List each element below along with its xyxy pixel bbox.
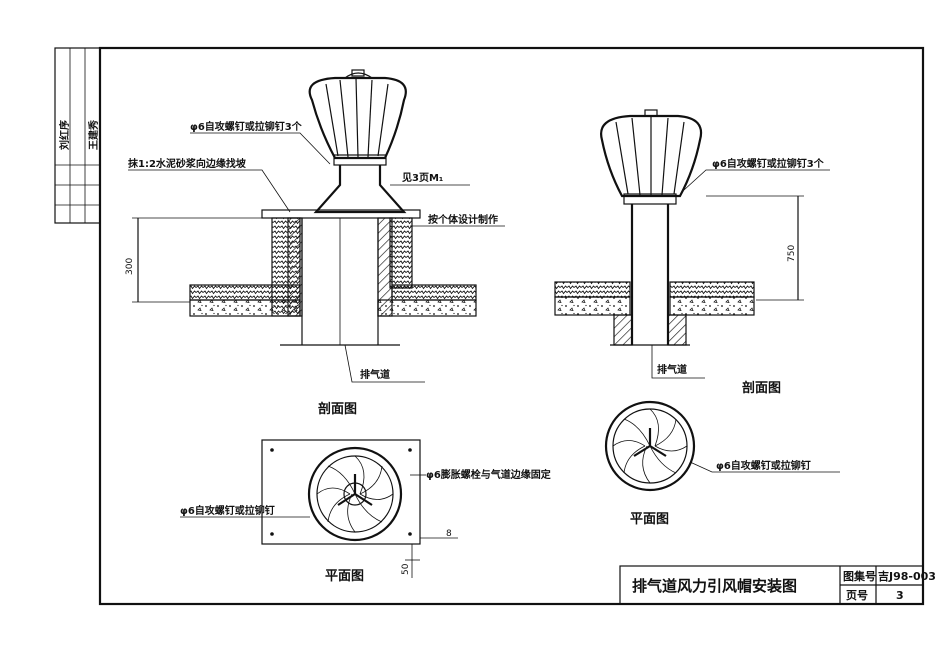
left-section-view: 300 φ6自攻螺钉或拉铆钉3个 抹1:2水泥砂浆向边缘找坡 见3页M₁ 按个体… <box>125 69 505 417</box>
right-cap-shell <box>600 114 703 198</box>
left-callout-mortar: 抹1:2水泥砂浆向边缘找坡 <box>128 157 247 170</box>
atlas-no-value: 吉J98-003 <box>878 569 936 583</box>
left-plan-callout-screw: φ6自攻螺钉或拉铆钉 <box>180 504 275 517</box>
left-dim-height: 300 <box>125 258 135 275</box>
right-plan-cap-ring <box>604 400 696 492</box>
left-section-caption: 剖面图 <box>318 401 357 417</box>
right-plan-caption: 平面图 <box>630 512 669 527</box>
left-plan-plate <box>261 439 421 545</box>
signature-2: 王建秀 <box>87 120 100 150</box>
left-plan-cap-ring <box>307 446 403 542</box>
right-section-view: 750 φ6自攻螺钉或拉铆钉3个 排气道 剖面图 <box>554 109 830 396</box>
drawing-frame <box>98 46 925 606</box>
right-callout-screw: φ6自攻螺钉或拉铆钉3个 <box>712 157 825 170</box>
left-cap-shell <box>308 76 407 160</box>
left-callout-plate: 见3页M₁ <box>402 172 443 184</box>
signature-1: 刘红序 <box>58 120 71 150</box>
right-callout-duct: 排气道 <box>657 363 687 376</box>
left-callout-member: 按个体设计制作 <box>428 213 498 226</box>
left-plan-caption: 平面图 <box>325 569 364 584</box>
left-plan-callout-bolt: φ6膨胀螺栓与气道边缘固定 <box>426 468 551 481</box>
page-value: 3 <box>896 589 904 602</box>
left-callout-screw: φ6自攻螺钉或拉铆钉3个 <box>190 120 303 133</box>
atlas-no-label: 图集号 <box>843 569 876 583</box>
page-label: 页号 <box>846 589 868 602</box>
left-plan-dim-bottom: 50 <box>401 563 411 575</box>
left-plan-view: φ6膨胀螺栓与气道边缘固定 φ6自攻螺钉或拉铆钉 8 50 平面图 <box>180 439 551 584</box>
right-plan-callout-screw: φ6自攻螺钉或拉铆钉 <box>716 459 811 472</box>
drawing-title: 排气道风力引风帽安装图 <box>632 577 797 595</box>
right-dim-height: 750 <box>787 245 797 262</box>
right-section-caption: 剖面图 <box>742 380 781 396</box>
side-strip: 刘红序 王建秀 <box>54 47 101 224</box>
left-plan-dim-side: 8 <box>446 529 452 539</box>
title-block: 排气道风力引风帽安装图 图集号 吉J98-003 页号 3 <box>619 565 936 605</box>
left-callout-duct: 排气道 <box>360 368 390 381</box>
right-plan-view: φ6自攻螺钉或拉铆钉 平面图 <box>604 400 840 527</box>
